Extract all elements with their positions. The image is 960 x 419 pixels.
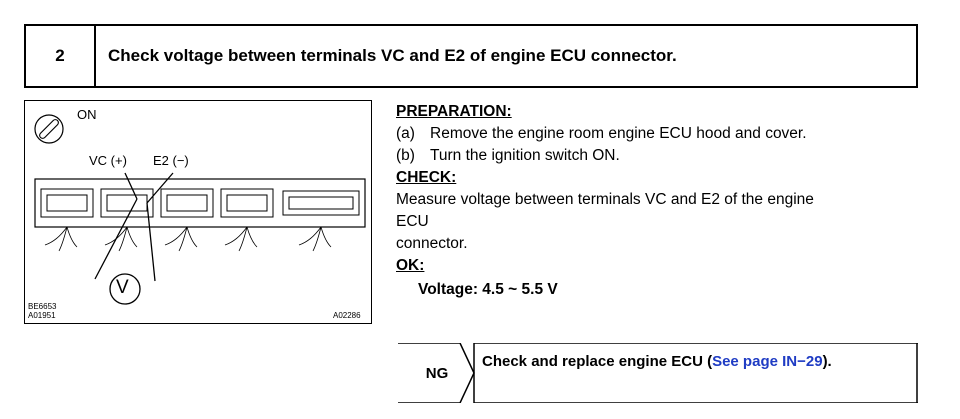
see-page-link[interactable]: See page IN−29 [712, 353, 823, 370]
e2-terminal-label: E2 (−) [153, 153, 189, 168]
check-line: Measure voltage between terminals VC and… [396, 191, 814, 208]
ng-action-text: Check and replace engine ECU (See page I… [482, 352, 916, 372]
wire-harness [44, 226, 332, 252]
preparation-heading: PREPARATION: [396, 103, 512, 120]
ng-box-outline [398, 343, 918, 403]
ignition-on-label: ON [77, 107, 97, 122]
step-text: Remove the engine room engine ECU hood a… [430, 125, 807, 142]
instructions: PREPARATION: (a) Remove the engine room … [396, 101, 936, 301]
figure-code-2: A01951 [28, 311, 56, 320]
preparation-step: (b) Turn the ignition switch ON. [396, 145, 936, 167]
voltmeter-icon [109, 273, 141, 305]
connector-drawing [34, 114, 366, 305]
step-title: Check voltage between terminals VC and E… [108, 46, 677, 65]
figure-code-3: A02286 [333, 311, 361, 320]
step-header: 2 Check voltage between terminals VC and… [24, 24, 918, 88]
ignition-key-icon [34, 114, 64, 144]
step-label: (a) [396, 125, 415, 142]
check-heading: CHECK: [396, 169, 457, 186]
step-label: (b) [396, 147, 415, 164]
ok-heading: OK: [396, 257, 425, 274]
check-line: ECU [396, 213, 429, 230]
ng-text-after: ). [822, 353, 832, 370]
voltmeter-leads [94, 172, 174, 282]
check-line: connector. [396, 235, 468, 252]
figure-code-1: BE6653 [28, 302, 57, 311]
ok-voltage-value: Voltage: 4.5 ~ 5.5 V [418, 281, 558, 298]
step-text: Turn the ignition switch ON. [430, 147, 620, 164]
ng-label: NG [425, 364, 449, 382]
voltmeter-symbol: V [116, 277, 129, 298]
vc-terminal-label: VC (+) [89, 153, 127, 168]
connector-diagram: ON VC (+) E2 (−) V BE6653 A01951 A02286 [24, 100, 372, 324]
step-number: 2 [26, 26, 96, 86]
ng-result-box: NG Check and replace engine ECU (See pag… [398, 343, 918, 403]
ecu-connector-blocks [40, 188, 360, 218]
ng-text-before: Check and replace engine ECU ( [482, 353, 713, 370]
preparation-step: (a) Remove the engine room engine ECU ho… [396, 123, 936, 145]
ecu-housing [34, 178, 366, 228]
